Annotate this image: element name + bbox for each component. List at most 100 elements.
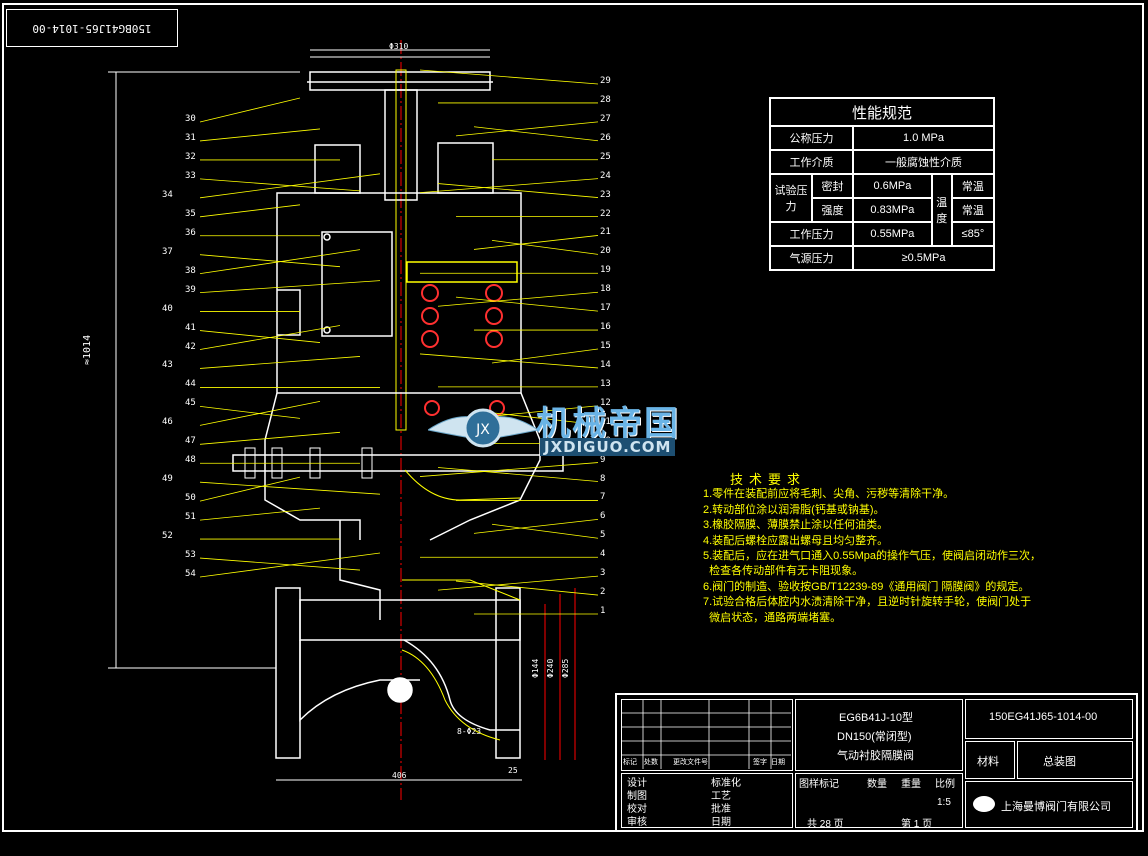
leader-line-24 (419, 178, 599, 194)
part-label-23: 23 (600, 189, 611, 200)
svg-text:JX: JX (475, 422, 490, 438)
roles-grid (621, 773, 793, 828)
part-label-9: 9 (600, 454, 606, 465)
dimension-overall-height: ≈1014 (82, 334, 93, 365)
company-name: 上海曼博阀门有限公司 (1001, 801, 1111, 813)
leader-line-49 (199, 481, 381, 495)
weight-label: 重量 (901, 779, 921, 790)
leader-line-39 (199, 280, 381, 294)
part-label-5: 5 (600, 530, 606, 541)
performance-spec-table: 性能规范 公称压力 1.0 MPa 工作介质 一般腐蚀性介质 试验压力 密封 0… (768, 97, 996, 271)
part-label-20: 20 (600, 246, 611, 257)
leader-line-51 (199, 507, 321, 521)
temp-label: 温度 (930, 173, 953, 247)
revision-grid (621, 699, 793, 771)
leader-line-18 (437, 291, 599, 307)
rev-header-mark: 标记 (623, 759, 637, 766)
part-label-35: 35 (185, 208, 196, 219)
requirement-item: 3.橡胶隔膜、薄膜禁止涂以任何油类。 (703, 519, 889, 532)
drawing-no-box (965, 699, 1133, 739)
leader-line-45 (199, 405, 301, 419)
leader-line-6 (473, 518, 599, 534)
drawing-number-stamp: 150BG41J65-1014-00 (6, 9, 178, 47)
role-check: 校对 (627, 804, 647, 815)
part-label-18: 18 (600, 284, 611, 295)
part-label-39: 39 (185, 284, 196, 295)
requirement-item: 5.装配后，应在进气口通入0.55Mpa的操作气压，使阀启闭动作三次， (703, 550, 1041, 563)
leader-line-21 (473, 235, 599, 250)
nominal-pressure-value: 1.0 MPa (852, 125, 995, 151)
leader-line-46 (199, 400, 321, 426)
role-process: 工艺 (711, 791, 731, 802)
rev-header-date: 日期 (771, 759, 785, 766)
part-label-37: 37 (162, 246, 173, 257)
test-pressure-label: 试验压力 (769, 173, 813, 223)
rev-header-count: 处数 (644, 759, 658, 766)
temp-value-2: 常温 (950, 197, 996, 223)
leader-line-2 (455, 580, 599, 596)
leader-line-3 (437, 575, 599, 591)
assembly-label: 总装图 (1043, 756, 1076, 768)
leader-line-35 (199, 204, 301, 218)
part-label-34: 34 (162, 189, 173, 200)
stage-grid (795, 773, 963, 828)
role-date: 日期 (711, 817, 731, 828)
leader-line-34 (199, 173, 381, 199)
leader-line-30 (199, 97, 301, 123)
part-label-52: 52 (162, 531, 173, 542)
product-name-box (795, 699, 963, 771)
part-label-26: 26 (600, 132, 611, 143)
leader-line-31 (199, 128, 321, 142)
leader-line-54 (199, 552, 381, 578)
dimension-face-to-face: 406 (392, 771, 407, 780)
part-label-54: 54 (185, 569, 196, 579)
leader-line-53 (199, 557, 361, 571)
leader-line-41 (199, 330, 321, 343)
leader-line-20 (491, 239, 599, 255)
part-label-47: 47 (185, 436, 196, 447)
part-label-41: 41 (185, 322, 196, 333)
product-model: EG6B41J-10型 (839, 712, 913, 724)
handwheel (307, 56, 493, 91)
total-pages: 共 28 页 (807, 819, 844, 830)
material-box (965, 741, 1015, 779)
nominal-pressure-label: 公称压力 (768, 125, 855, 151)
air-pressure-value: ≥0.5MPa (852, 245, 995, 271)
part-label-45: 45 (185, 398, 196, 409)
watermark-logo: JX 机械帝国 JXDIGUO.COM (426, 400, 728, 460)
part-label-1: 1 (600, 606, 606, 616)
dimension-flange-d1: Φ144 (531, 658, 540, 678)
leader-line-27 (455, 121, 599, 137)
drawing-no: 150EG41J65-1014-00 (989, 711, 1098, 723)
dimension-handwheel: Φ310 (389, 42, 409, 51)
medium-value: 一般腐蚀性介质 (852, 149, 995, 175)
part-label-44: 44 (185, 379, 196, 390)
role-review: 审核 (627, 817, 647, 828)
dimension-flange-d2: Φ240 (546, 658, 555, 678)
requirement-item: 1.零件在装配前应将毛刺、尖角、污秽等清除干净。 (703, 488, 955, 501)
part-label-21: 21 (600, 227, 611, 238)
leader-line-23 (437, 183, 599, 198)
part-label-46: 46 (162, 417, 173, 428)
seal-value: 0.6MPa (852, 173, 933, 199)
requirement-item: 2.转动部位涂以润滑脂(钙基或钠基)。 (703, 503, 885, 516)
air-pressure-label: 气源压力 (768, 245, 855, 271)
requirement-item: 4.装配后螺栓应露出螺母且均匀整齐。 (703, 534, 889, 547)
dimension-thickness: 25 (508, 766, 518, 775)
part-label-17: 17 (600, 303, 611, 314)
part-label-38: 38 (185, 265, 196, 276)
part-label-6: 6 (600, 511, 606, 522)
rev-header-doc: 更改文件号 (673, 759, 708, 766)
assembly-box (1017, 741, 1133, 779)
part-label-24: 24 (600, 170, 611, 181)
part-label-8: 8 (600, 473, 606, 484)
dimension-flange-d3: Φ285 (561, 658, 570, 678)
leader-line-8 (437, 467, 599, 482)
technical-requirements: 技术要求 1.零件在装配前应将毛刺、尖角、污秽等清除干净。 2.转动部位涂以润滑… (703, 472, 1083, 626)
working-temp-value: ≤85° (950, 221, 996, 247)
leader-line-50 (199, 476, 301, 502)
temp-value-1: 常温 (950, 173, 996, 199)
part-label-16: 16 (600, 322, 611, 333)
part-label-15: 15 (600, 341, 611, 351)
